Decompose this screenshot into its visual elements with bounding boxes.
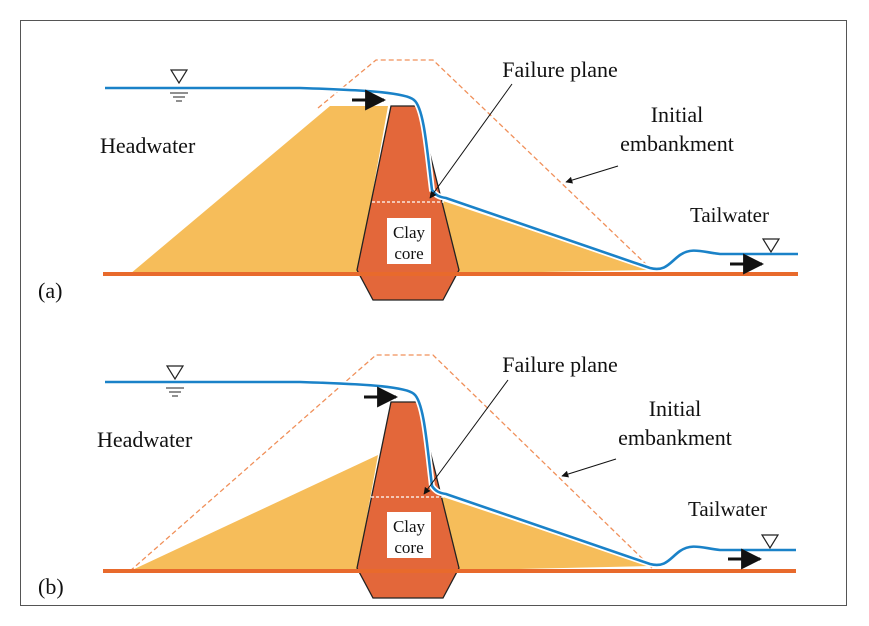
- water-level-marker-icon: [165, 365, 185, 381]
- initial-embankment-label-line1: Initial: [649, 396, 702, 421]
- core-label-line1: Clay: [393, 223, 426, 242]
- failure-plane-leader: [423, 379, 509, 495]
- core-label-line1: Clay: [393, 517, 426, 536]
- tailwater-label: Tailwater: [690, 203, 769, 227]
- core-label-box: [387, 512, 431, 558]
- embankment-shell-downstream: [434, 494, 650, 571]
- initial-embankment-outline: [129, 354, 653, 572]
- tailwater-level-marker-icon: [760, 534, 780, 550]
- failure-plane-label: Failure plane: [502, 57, 617, 82]
- figure-frame: [20, 20, 847, 606]
- embankment-shell: [130, 106, 388, 274]
- panel-label: (a): [38, 278, 62, 303]
- core-label-line2: core: [394, 244, 423, 263]
- initial-embankment-label-line1: Initial: [651, 102, 704, 127]
- headwater-label: Headwater: [97, 427, 193, 452]
- panel-a: Clay core Failure plane Initial embankme…: [38, 57, 798, 303]
- initial-embankment-leader: [561, 458, 617, 478]
- headwater-label: Headwater: [100, 133, 196, 158]
- initial-embankment-outline: [317, 59, 653, 271]
- core-label-line2: core: [394, 538, 423, 557]
- failure-plane-leader: [429, 83, 513, 199]
- initial-embankment-leader: [565, 165, 619, 184]
- tailwater-label: Tailwater: [688, 497, 767, 521]
- embankment-shell: [130, 455, 378, 571]
- water-level-marker-icon: [169, 69, 189, 85]
- panel-b: Clay core Failure plane Initial embankme…: [38, 352, 796, 599]
- embankment-shell-downstream: [434, 198, 650, 274]
- panel-label: (b): [38, 574, 64, 599]
- failure-plane-label: Failure plane: [502, 352, 617, 377]
- initial-embankment-label-line2: embankment: [620, 131, 734, 156]
- initial-embankment-label-line2: embankment: [618, 425, 732, 450]
- core-label-box: [387, 218, 431, 264]
- tailwater-level-marker-icon: [761, 238, 781, 254]
